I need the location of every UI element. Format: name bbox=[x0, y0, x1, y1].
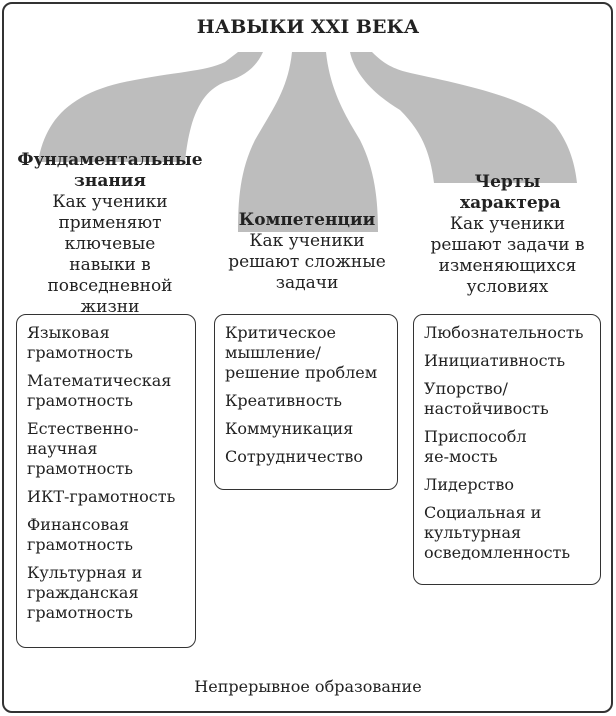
column-description: Как ученики решают сложные задачи bbox=[228, 231, 386, 293]
branch-left bbox=[38, 52, 263, 162]
character-list: Любознательность Инициативность Упорство… bbox=[413, 314, 601, 585]
list-item: Любознательность bbox=[424, 323, 584, 342]
list-item: Лидерство bbox=[424, 475, 515, 494]
branch-center bbox=[238, 52, 378, 232]
list-item: Финансовая грамотность bbox=[27, 515, 133, 554]
branch-right bbox=[350, 52, 577, 183]
column-heading: Компетенции bbox=[238, 210, 376, 230]
list-item: Коммуникация bbox=[225, 419, 354, 438]
list-item: Социальная и культурная осведомленность bbox=[424, 503, 571, 562]
footer-label: Непрерывное образование bbox=[194, 677, 422, 696]
list-item: Креативность bbox=[225, 391, 342, 410]
list-item: Сотрудничество bbox=[225, 447, 364, 466]
list-item: Языковая грамотность bbox=[27, 323, 133, 362]
diagram-title: НАВЫКИ XXI ВЕКА bbox=[196, 16, 420, 38]
list-item: Критическое мышление/ решение проблем bbox=[225, 323, 378, 382]
column-description: Как ученики применяют ключевые навыки в … bbox=[47, 192, 173, 317]
branch-shapes bbox=[38, 52, 577, 232]
column-description: Как ученики решают задачи в изменяющихся… bbox=[430, 214, 585, 297]
fundamental-list: Языковая грамотность Математическая грам… bbox=[16, 314, 196, 648]
column-fundamental-header: Фундаментальные знания Как ученики приме… bbox=[10, 150, 210, 318]
column-heading: Черты характера bbox=[460, 172, 561, 213]
column-competencies-header: Компетенции Как ученики решают сложные з… bbox=[222, 210, 392, 294]
column-heading: Фундаментальные знания bbox=[17, 150, 203, 191]
list-item: Инициативность bbox=[424, 351, 566, 370]
list-item: Упорство/ настойчивость bbox=[424, 379, 549, 418]
list-item: Приспособляе-мость bbox=[424, 427, 527, 466]
list-item: Математическая грамотность bbox=[27, 371, 172, 410]
list-item: Естественно-научная грамотность bbox=[27, 419, 139, 478]
column-character-header: Черты характера Как ученики решают задач… bbox=[420, 172, 595, 298]
list-item: Культурная и гражданская грамотность bbox=[27, 563, 143, 622]
list-item: ИКТ-грамотность bbox=[27, 487, 176, 506]
competencies-list: Критическое мышление/ решение проблем Кр… bbox=[214, 314, 398, 490]
